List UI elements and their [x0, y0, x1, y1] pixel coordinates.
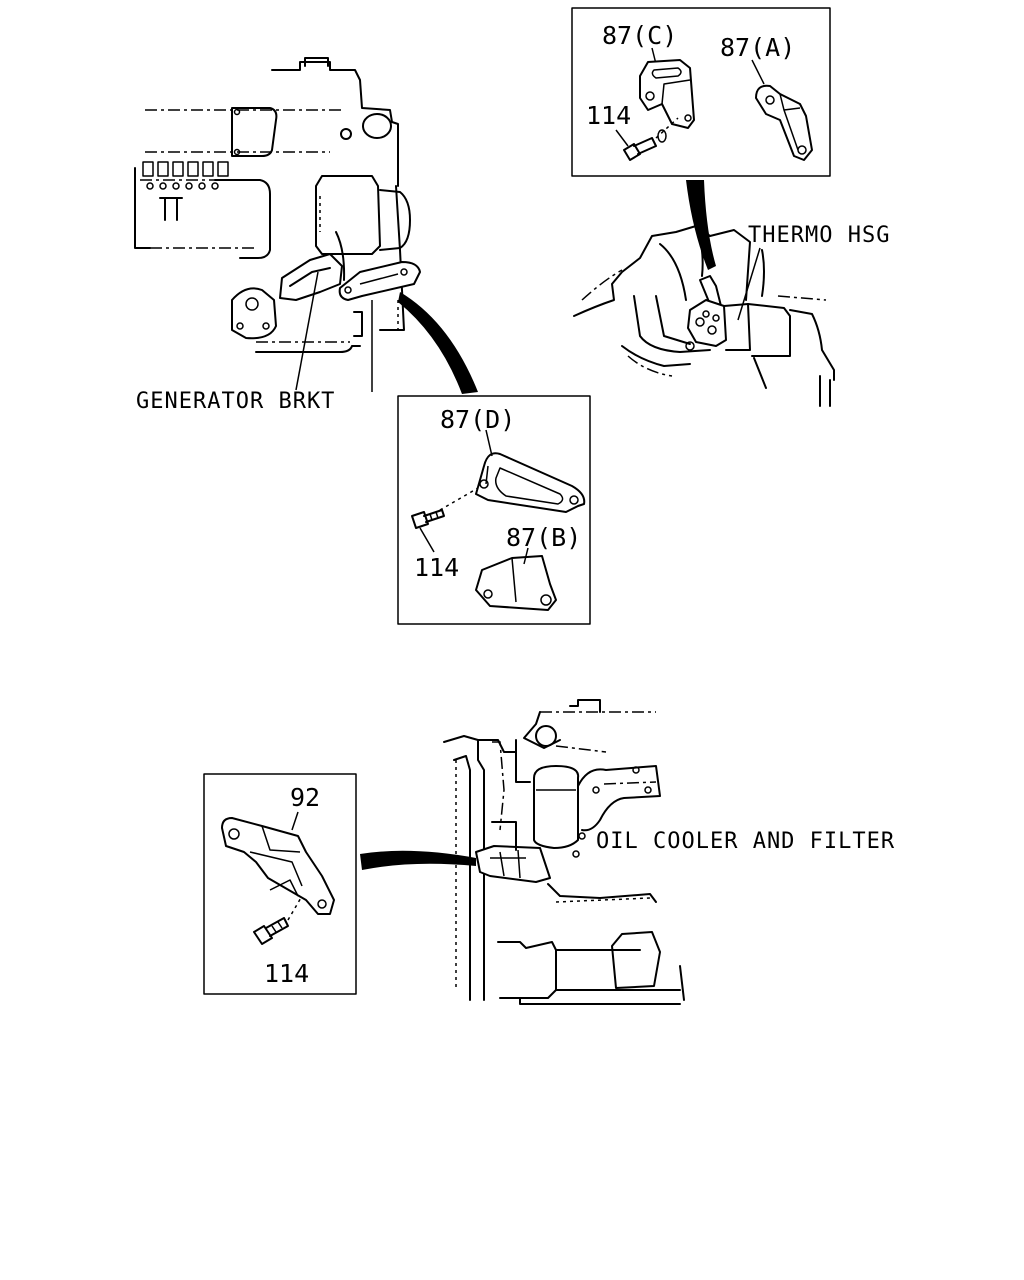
- bolt-114-top-label: 114: [586, 101, 631, 130]
- callout-arrow-thermo: [686, 180, 716, 270]
- callout-arrow-generator: [398, 292, 478, 394]
- thermo-housing-view: [573, 225, 835, 407]
- detail-box-87d-87b: [397, 395, 591, 625]
- bolt-114-bottom-label: 114: [264, 959, 309, 988]
- bracket-87a: [755, 84, 813, 161]
- thermo-hsg-label: THERMO HSG: [748, 223, 890, 248]
- bolt-114-bottom: [253, 917, 289, 945]
- part-92-label: 92: [290, 783, 320, 812]
- detail-box-92: [203, 773, 357, 995]
- oil-cooler-label: OIL COOLER AND FILTER: [596, 829, 895, 854]
- bracket-92: [221, 817, 335, 915]
- generator-engine-view: [134, 57, 421, 392]
- part-87d-label: 87(D): [440, 405, 515, 434]
- part-87c-label: 87(C): [602, 21, 677, 50]
- part-87a-label: 87(A): [720, 33, 795, 62]
- bolt-114-top: [623, 129, 667, 161]
- bracket-87b: [475, 555, 557, 611]
- part-87b-label: 87(B): [506, 523, 581, 552]
- bolt-114-mid-label: 114: [414, 553, 459, 582]
- callout-arrow-oil-cooler: [360, 850, 476, 870]
- bolt-114-mid: [411, 509, 445, 529]
- generator-brkt-label: GENERATOR BRKT: [136, 389, 335, 414]
- oil-cooler-view: [443, 699, 685, 1005]
- detail-box-87c-87a: [571, 7, 831, 177]
- bracket-87d: [475, 452, 586, 513]
- bracket-87c: [639, 59, 695, 129]
- injector-row: [142, 161, 229, 190]
